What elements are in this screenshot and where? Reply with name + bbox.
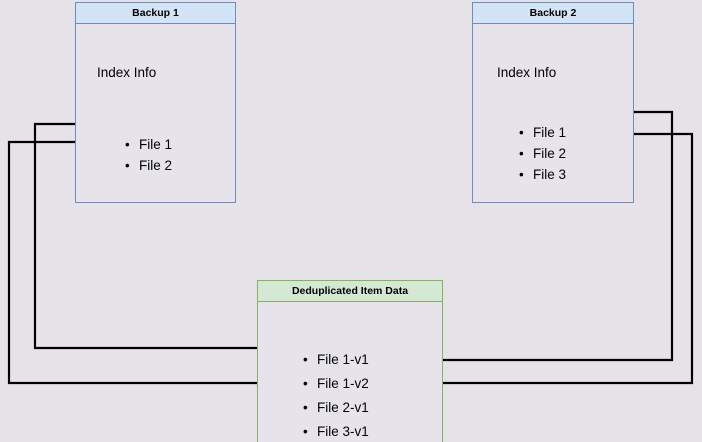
list-item[interactable]: File 2-v1 <box>303 396 369 420</box>
deduplicated-item-list: File 1-v1 File 1-v2 File 2-v1 File 3-v1 <box>303 348 369 442</box>
list-item[interactable]: File 1-v2 <box>303 372 369 396</box>
backup-1-body: Index Info File 1 File 2 <box>76 24 235 202</box>
deduplicated-item-data-title: Deduplicated Item Data <box>258 281 442 302</box>
list-item[interactable]: File 2 <box>125 155 172 176</box>
backup-1-node[interactable]: Backup 1 Index Info File 1 File 2 <box>75 2 236 203</box>
backup-2-index-info-label: Index Info <box>497 65 557 80</box>
backup-2-node[interactable]: Backup 2 Index Info File 1 File 2 File 3 <box>472 2 634 203</box>
backup-1-title: Backup 1 <box>76 3 235 24</box>
backup-2-file-list: File 1 File 2 File 3 <box>519 122 566 185</box>
list-item[interactable]: File 1 <box>519 122 566 143</box>
deduplicated-item-data-node[interactable]: Deduplicated Item Data File 1-v1 File 1-… <box>257 280 443 442</box>
list-item[interactable]: File 3-v1 <box>303 420 369 442</box>
backup-2-body: Index Info File 1 File 2 File 3 <box>473 24 633 202</box>
list-item[interactable]: File 3 <box>519 164 566 185</box>
backup-2-title: Backup 2 <box>473 3 633 24</box>
backup-1-file-list: File 1 File 2 <box>125 134 172 176</box>
backup-1-index-info-label: Index Info <box>97 65 157 80</box>
list-item[interactable]: File 2 <box>519 143 566 164</box>
deduplicated-item-data-body: File 1-v1 File 1-v2 File 2-v1 File 3-v1 <box>258 302 442 442</box>
list-item[interactable]: File 1-v1 <box>303 348 369 372</box>
list-item[interactable]: File 1 <box>125 134 172 155</box>
